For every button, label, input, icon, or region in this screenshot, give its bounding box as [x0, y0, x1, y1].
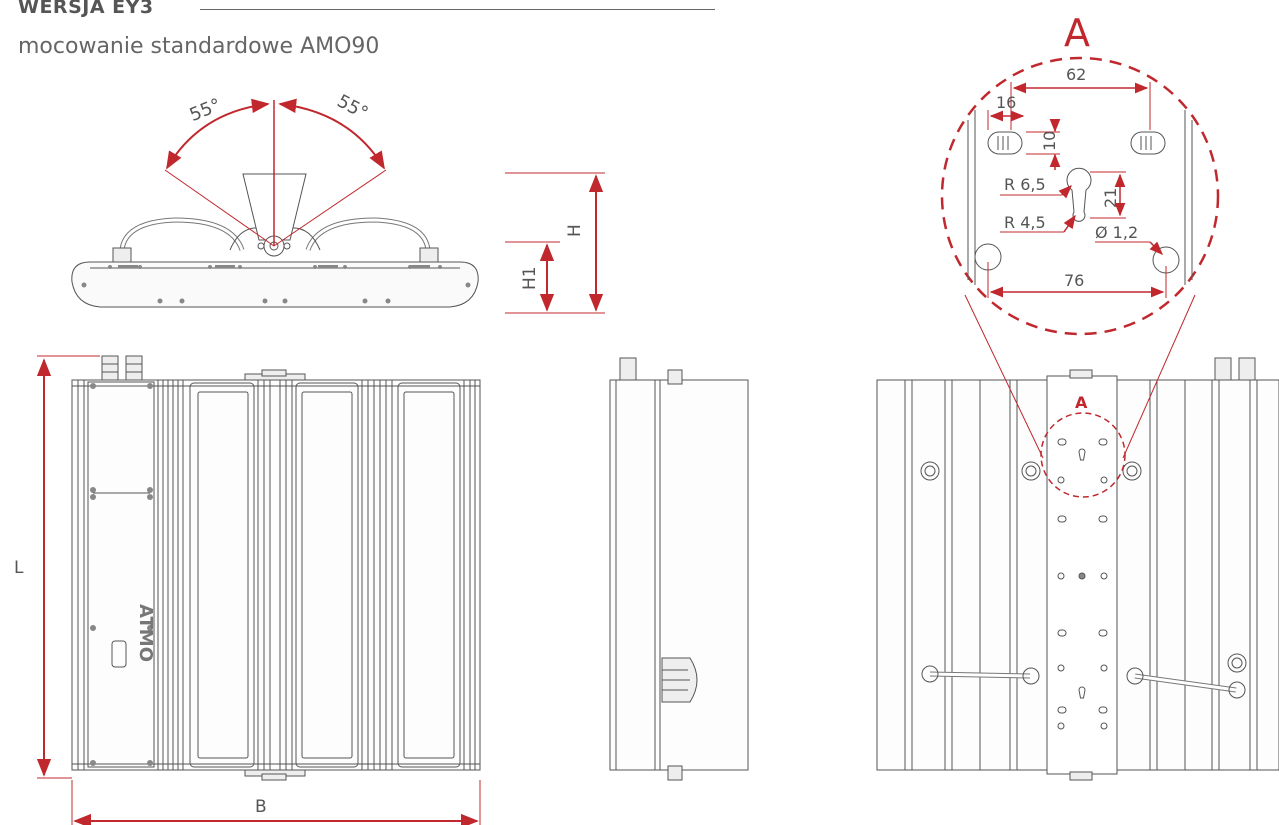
dim-h-label: H — [565, 224, 585, 237]
right-handle-inner — [306, 218, 430, 251]
dim-10: 10 — [1040, 131, 1059, 151]
side-housing — [609, 379, 749, 771]
detail-callout — [964, 294, 1196, 498]
slot-left — [987, 131, 1023, 155]
title-rule — [200, 9, 715, 10]
side-view — [609, 357, 749, 781]
dim-76: 76 — [1064, 271, 1084, 290]
back-fins — [904, 380, 1258, 770]
right-handle — [305, 217, 431, 251]
page-title: WERSJA EY3 — [18, 0, 154, 18]
angle-right-label: 55° — [333, 91, 371, 125]
detail-a: 62 16 10 21 R 6,5 R 4,5 Ø 1,2 76 A — [940, 11, 1220, 336]
angle-left-label: 55° — [187, 95, 224, 126]
top-view — [71, 355, 481, 781]
left-handle-inner — [120, 218, 244, 251]
front-housing — [71, 261, 479, 308]
cooling-fins — [77, 380, 476, 770]
height-dims — [505, 172, 605, 314]
slot-right — [1130, 131, 1166, 155]
dim-16: 16 — [996, 93, 1016, 112]
dim-l-label: L — [14, 558, 24, 578]
logo-text: ATMO — [135, 604, 156, 662]
top-view-dims — [36, 355, 481, 825]
cable-gland-1 — [101, 355, 119, 381]
cable-gland-2 — [125, 355, 143, 381]
detail-circle-small — [1040, 412, 1126, 498]
detail-label: A — [1064, 11, 1090, 55]
angle-arc-left — [166, 98, 270, 170]
top-housing — [71, 379, 481, 771]
dim-h1-label: H1 — [520, 266, 540, 290]
boss-left-top — [920, 461, 940, 481]
dim-62: 62 — [1066, 65, 1086, 84]
led-panel-2 — [295, 382, 359, 768]
led-panel-1 — [189, 382, 255, 768]
dim-b-label: B — [255, 797, 267, 817]
angle-arc-right — [278, 98, 385, 170]
dim-d12: Ø 1,2 — [1095, 223, 1138, 242]
left-handle — [119, 217, 245, 251]
back-view — [876, 357, 1279, 781]
front-view — [71, 173, 479, 308]
detail-small-label: A — [1075, 393, 1088, 412]
led-panel-3 — [397, 382, 461, 768]
dim-21: 21 — [1101, 188, 1120, 208]
page-subtitle: mocowanie standardowe AMO90 — [18, 34, 380, 59]
driver-box — [87, 381, 155, 768]
plate-slots — [1057, 438, 1108, 730]
front-angle-dims — [164, 98, 387, 247]
dim-r45: R 4,5 — [1004, 213, 1046, 232]
dim-r65: R 6,5 — [1004, 175, 1046, 194]
